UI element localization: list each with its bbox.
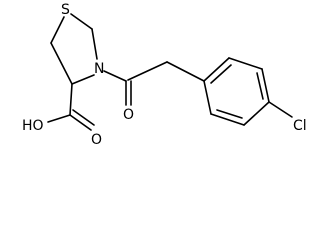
ring-bond-6 <box>203 57 230 82</box>
ring-double-1 <box>210 64 232 84</box>
ring-bond-2 <box>210 113 245 126</box>
bond-c2-n3 <box>91 28 98 60</box>
ring-bond-3 <box>243 101 270 126</box>
bond-n3-ccarbonyl <box>103 70 127 82</box>
ring-double-2 <box>216 109 243 119</box>
sulfur-atom-label: S <box>61 2 70 18</box>
ring-bond-1 <box>203 80 212 115</box>
bond-ch2-aryl <box>166 61 205 82</box>
bond-c4-c5 <box>50 42 73 85</box>
bond-c5-s1 <box>50 16 65 44</box>
acid-oxygen-label: O <box>91 132 102 148</box>
ring-bond-4 <box>261 68 270 103</box>
ring-bond-5 <box>228 57 263 70</box>
bond-carbonyl-ch2 <box>127 61 168 81</box>
bond-c4-ccooh <box>69 83 73 116</box>
nitrogen-atom-label: N <box>94 61 104 77</box>
bond-aryl-cl <box>268 101 293 118</box>
bond-n3-c4 <box>71 74 95 85</box>
bond-ccooh-o-double-2 <box>72 109 95 126</box>
bond-ccooh-oh <box>47 114 71 123</box>
acyl-group <box>103 61 205 106</box>
carboxylic-acid-group <box>47 83 95 131</box>
ring-double-3 <box>256 72 264 100</box>
chlorine-atom-label: Cl <box>293 118 307 134</box>
bond-ccooh-o-double-1 <box>69 114 92 131</box>
benzene-ring <box>203 57 293 126</box>
chemical-structure: S N O HO O Cl <box>22 2 307 148</box>
bond-s1-c2 <box>70 13 93 30</box>
ketone-oxygen-label: O <box>123 107 134 123</box>
hydroxyl-label: HO <box>22 118 44 134</box>
thiazolidine-ring <box>50 13 98 85</box>
